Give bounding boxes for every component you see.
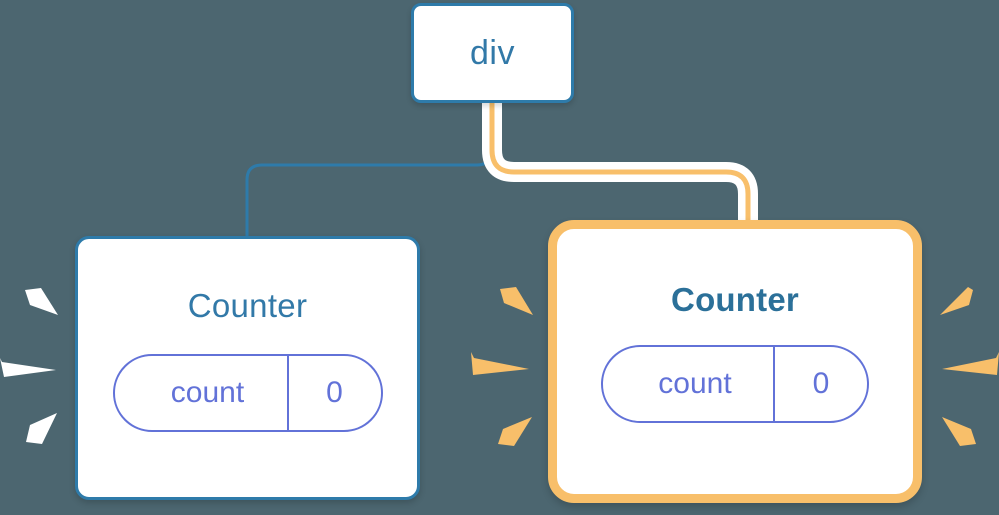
node-counter-left[interactable]: Counter count 0 (75, 236, 420, 500)
state-pill-left[interactable]: count 0 (112, 354, 383, 432)
state-key-left: count (170, 376, 245, 409)
edge-root-to-right-counter (489, 100, 751, 243)
node-counter-left-label: Counter (187, 287, 308, 324)
edge-root-to-left-counter (245, 101, 494, 238)
node-counter-right[interactable]: Counter count 0 (563, 235, 907, 488)
state-pill-divider-right (773, 347, 775, 421)
node-div[interactable]: div (411, 3, 574, 103)
state-value-left: 0 (326, 376, 343, 409)
state-pill-right[interactable]: count 0 (601, 345, 869, 423)
state-pill-divider-left (286, 356, 289, 430)
node-div-label: div (470, 33, 515, 72)
node-counter-right-label: Counter (671, 281, 799, 318)
state-value-right: 0 (812, 367, 830, 400)
state-key-right: count (658, 367, 732, 400)
node-counter-right-highlight-ring: Counter count 0 (548, 220, 922, 503)
